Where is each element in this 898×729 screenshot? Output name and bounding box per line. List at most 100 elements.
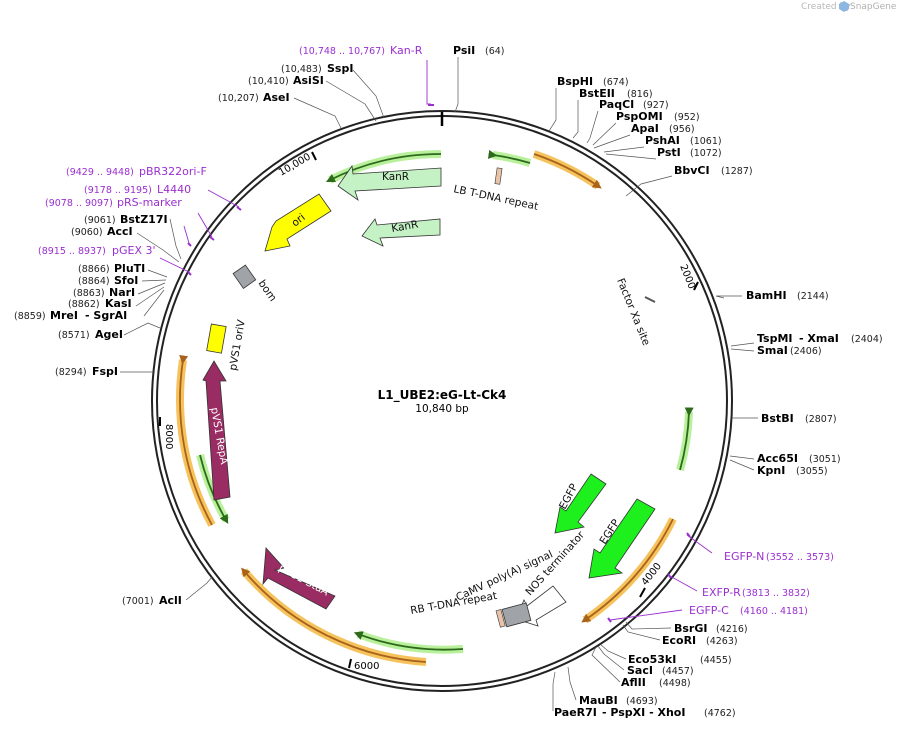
arc-left-green <box>196 454 230 524</box>
enzyme-saci[interactable]: SacI(4457) <box>627 664 694 677</box>
enzyme-acli[interactable]: (7001)AclI <box>122 594 182 607</box>
primer-pgex-3[interactable]: (8915 .. 8937)pGEX 3' <box>38 244 156 257</box>
feature-ori[interactable]: ori <box>264 193 332 252</box>
enzyme-sfoi[interactable]: (8864)SfoI <box>78 274 138 287</box>
primer-pbr322ori-f-name: pBR322ori-F <box>139 165 207 178</box>
enzyme-apai-position: (956) <box>669 124 695 135</box>
enzyme-fspi[interactable]: (8294)FspI <box>55 365 118 378</box>
primer-egfp-n-position: (3552 .. 3573) <box>766 552 834 563</box>
enzyme-bsrgi-name: BsrGI <box>674 622 707 635</box>
primer-exfp-r[interactable]: EXFP-R(3813 .. 3832) <box>702 586 810 599</box>
feature-egfp-2[interactable]: EGFP <box>588 498 656 579</box>
feature-kanr-1-label: KanR <box>382 171 409 183</box>
enzyme-acc65i[interactable]: Acc65I(3051) <box>757 452 841 465</box>
feature-egfp-1[interactable]: EGFP <box>554 473 607 534</box>
feature-factor-xa[interactable]: Factor Xa site <box>614 277 656 348</box>
enzyme-psii[interactable]: PsiI(64) <box>453 44 505 57</box>
enzyme-agei-name: AgeI <box>95 328 123 341</box>
primer-exfp-r-name: EXFP-R <box>702 586 741 599</box>
primer-l4440-position: (9178 .. 9195) <box>84 185 152 196</box>
tick-label-8000: 8000 <box>163 424 174 449</box>
enzyme-psti-name: PstI <box>657 146 681 159</box>
enzyme-pspomi[interactable]: PspOMI(952) <box>616 110 700 123</box>
feature-kanr-1[interactable]: KanR <box>337 164 442 202</box>
enzyme-bsteii[interactable]: BstEII(816) <box>579 87 653 100</box>
enzyme-mrei[interactable]: (8859)MreI- SgrAI <box>14 309 127 322</box>
tick-2000-mark <box>693 281 699 291</box>
primer-pbr322ori-f[interactable]: (9429 .. 9448) pBR322ori-F <box>66 165 207 178</box>
enzyme-sfoi-position: (8864) <box>78 276 110 287</box>
primer-l4440[interactable]: (9178 .. 9195) L4440 <box>84 183 191 196</box>
primer-prs-marker[interactable]: (9078 .. 9097)pRS-marker <box>45 196 182 209</box>
enzyme-paqci[interactable]: PaqCI(927) <box>599 98 669 111</box>
enzyme-pshai[interactable]: PshAI(1061) <box>645 134 722 147</box>
enzyme-smai-name: SmaI <box>757 344 788 357</box>
enzyme-apai[interactable]: ApaI (956) <box>631 122 695 135</box>
enzyme-psti[interactable]: PstI(1072) <box>657 146 722 159</box>
enzyme-pshai-position: (1061) <box>690 136 722 147</box>
enzyme-agei-position: (8571) <box>58 330 90 341</box>
tick-4000-mark <box>639 587 646 598</box>
enzyme-tspmi[interactable]: TspMI- XmaI(2404) <box>757 332 883 345</box>
enzyme-mrei-aliases: - SgrAI <box>85 309 127 322</box>
enzyme-eco53ki[interactable]: Eco53kI(4455) <box>628 653 732 666</box>
credit-brand: SnapGene <box>850 2 897 12</box>
enzyme-paer7i-aliases: - PspXI - XhoI <box>602 706 685 719</box>
primer-kan-r[interactable]: (10,748 .. 10,767)Kan-R <box>299 44 423 57</box>
enzyme-pspomi-position: (952) <box>674 112 700 123</box>
enzyme-mrei-position: (8859) <box>14 311 46 322</box>
primer-egfp-n[interactable]: EGFP-N(3552 .. 3573) <box>724 550 834 563</box>
enzyme-ecori-name: EcoRI <box>662 634 696 647</box>
enzyme-asisi[interactable]: (10,410)AsiSI <box>248 74 324 87</box>
enzyme-pluti-position: (8866) <box>78 264 110 275</box>
enzyme-nari-position: (8863) <box>73 288 105 299</box>
enzyme-bsrgi[interactable]: BsrGI(4216) <box>674 622 748 635</box>
enzyme-bamhi-position: (2144) <box>797 291 829 302</box>
enzyme-maubi-name: MauBI <box>579 694 618 707</box>
primer-egfp-c[interactable]: EGFP-C(4160 .. 4181) <box>689 604 808 617</box>
enzyme-kasi[interactable]: (8862)KasI <box>68 297 132 310</box>
primer-l4440-name: L4440 <box>157 183 191 196</box>
enzyme-tspmi-position: (2404) <box>851 334 883 345</box>
enzyme-maubi[interactable]: MauBI (4693) <box>579 694 658 707</box>
enzyme-kpni[interactable]: KpnI(3055) <box>757 464 828 477</box>
feature-lb-tdna-repeat[interactable]: LB T-DNA repeat <box>452 167 539 213</box>
feature-rb-tdna-repeat[interactable]: RB T-DNA repeat <box>409 590 532 628</box>
enzyme-eco53ki-position: (4455) <box>700 655 732 666</box>
enzyme-aflii[interactable]: AflII(4498) <box>621 676 691 689</box>
enzyme-smai[interactable]: SmaI(2406) <box>757 344 822 357</box>
enzyme-acci[interactable]: (9060)AccI <box>71 225 133 238</box>
enzyme-sspi[interactable]: (10,483)SspI <box>281 62 353 75</box>
enzyme-bbvci[interactable]: BbvCI(1287) <box>674 164 753 177</box>
arc-top-orange <box>532 150 602 190</box>
primer-prs-marker-name: pRS-marker <box>117 196 182 209</box>
enzyme-asei[interactable]: (10,207)AseI <box>218 91 290 104</box>
enzyme-bamhi[interactable]: BamHI (2144) <box>746 289 829 302</box>
enzyme-nari[interactable]: (8863)NarI <box>73 286 135 299</box>
enzyme-apai-name: ApaI <box>631 122 659 135</box>
enzyme-pluti[interactable]: (8866) PluTI <box>78 262 145 275</box>
enzyme-paer7i[interactable]: PaeR7I- PspXI - XhoI(4762) <box>554 706 736 719</box>
enzyme-bsteii-name: BstEII <box>579 87 615 100</box>
arc-bottom-orange <box>240 567 427 666</box>
enzyme-agei[interactable]: (8571) AgeI <box>58 328 123 341</box>
feature-kanr-2[interactable]: KanR <box>361 218 441 247</box>
enzyme-bstbi-name: BstBI <box>761 412 794 425</box>
enzyme-smai-position: (2406) <box>790 346 822 357</box>
enzyme-bstbi[interactable]: BstBI(2807) <box>761 412 837 425</box>
feature-bom[interactable]: bom <box>232 264 279 304</box>
arc-right-orange <box>581 517 677 624</box>
primer-pbr322ori-f-position: (9429 .. 9448) <box>66 167 134 178</box>
enzyme-bsphi[interactable]: BspHI(674) <box>557 75 629 88</box>
primer-pgex-3-position: (8915 .. 8937) <box>38 246 106 257</box>
enzyme-leaders <box>120 57 758 711</box>
enzyme-bamhi-name: BamHI <box>746 289 787 302</box>
primer-marks <box>159 60 713 623</box>
enzyme-bstz17i[interactable]: (9061)BstZ17I <box>84 213 168 226</box>
enzyme-paer7i-name: PaeR7I <box>554 706 597 719</box>
enzyme-maubi-position: (4693) <box>626 696 658 707</box>
enzyme-ecori[interactable]: EcoRI(4263) <box>662 634 738 647</box>
enzyme-tspmi-aliases: - XmaI <box>799 332 839 345</box>
arc-left-orange <box>176 354 216 527</box>
enzyme-pluti-name: PluTI <box>114 262 145 275</box>
